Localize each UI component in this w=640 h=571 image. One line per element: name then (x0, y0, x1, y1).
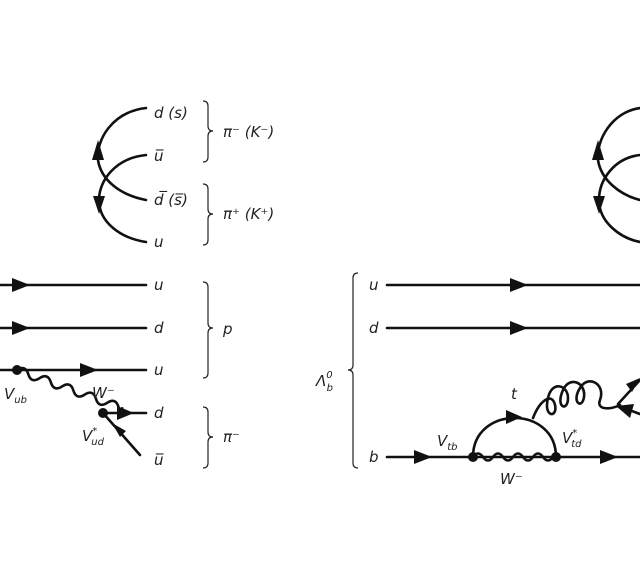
arc-arrow-down (93, 196, 105, 214)
quark-label-8: d (154, 404, 164, 422)
right-arrow-u (510, 278, 528, 292)
ckm-label-1: Vub (4, 385, 27, 406)
gluon-leg-up-arrow (626, 378, 640, 392)
bracket-baryon (202, 281, 214, 379)
right-arrow-out (600, 450, 618, 464)
baryon-brace (347, 272, 359, 469)
left-diagram: d (s) u̅ d̅ (s̅) u u d u d u̅ π⁻ (K⁻) π⁺… (0, 100, 274, 469)
gluon-line (531, 380, 622, 420)
quark-label-2: u̅ (154, 147, 164, 165)
quark-label-5: u (154, 276, 164, 294)
right-arc-arrow-down (593, 196, 605, 214)
meson-label-2: π⁺ (K⁺) (223, 205, 274, 223)
right-ckm-label-1: Vtb (437, 432, 458, 453)
right-arrow-d (510, 321, 528, 335)
arrow-b-u (80, 363, 98, 377)
arrow-d-out (117, 406, 134, 420)
bracket-meson-3 (202, 406, 214, 469)
right-arrow-b (414, 450, 432, 464)
arrow-u (12, 278, 30, 292)
right-quark-label-u: u (369, 276, 379, 294)
meson-label-1: π⁻ (K⁻) (223, 123, 274, 141)
baryon-label: p (222, 320, 233, 338)
quark-label-7: u (154, 361, 164, 379)
arrow-d (12, 321, 30, 335)
ckm-label-2: V*ud (82, 426, 105, 448)
quark-label-4: u (154, 233, 164, 251)
quark-label-1: d (s) (154, 104, 188, 122)
quark-label-9: u̅ (154, 451, 164, 469)
right-w-boson-line (471, 452, 558, 462)
pair-arc-upper (96, 106, 148, 202)
bracket-meson-1 (202, 100, 214, 163)
right-arc-arrow-up (592, 140, 604, 160)
right-ckm-label-2: V*td (562, 428, 582, 450)
vertex-dot-1 (12, 365, 22, 375)
right-quark-label-b: b (369, 448, 379, 466)
right-vertex-dot-2 (551, 452, 561, 462)
quark-label-6: d (154, 319, 164, 337)
top-loop-arrow (506, 410, 522, 424)
right-pair-arc-upper (596, 106, 640, 202)
arc-arrow-up (92, 140, 104, 160)
bracket-meson-2 (202, 183, 214, 246)
right-quark-label-d: d (369, 319, 379, 337)
vertex-dot-2 (98, 408, 108, 418)
right-vertex-dot-1 (468, 452, 478, 462)
loop-quark-label: t (511, 385, 518, 403)
boson-label: W⁻ (92, 384, 115, 402)
meson-label-3: π⁻ (223, 428, 240, 446)
gluon-leg-down-arrow (616, 404, 634, 418)
w-boson-line (15, 366, 124, 414)
right-boson-label: W⁻ (500, 470, 523, 488)
arrow-antiquark (112, 423, 126, 437)
quark-label-3: d̅ (s̅) (154, 190, 188, 209)
top-quark-loop (471, 416, 558, 459)
